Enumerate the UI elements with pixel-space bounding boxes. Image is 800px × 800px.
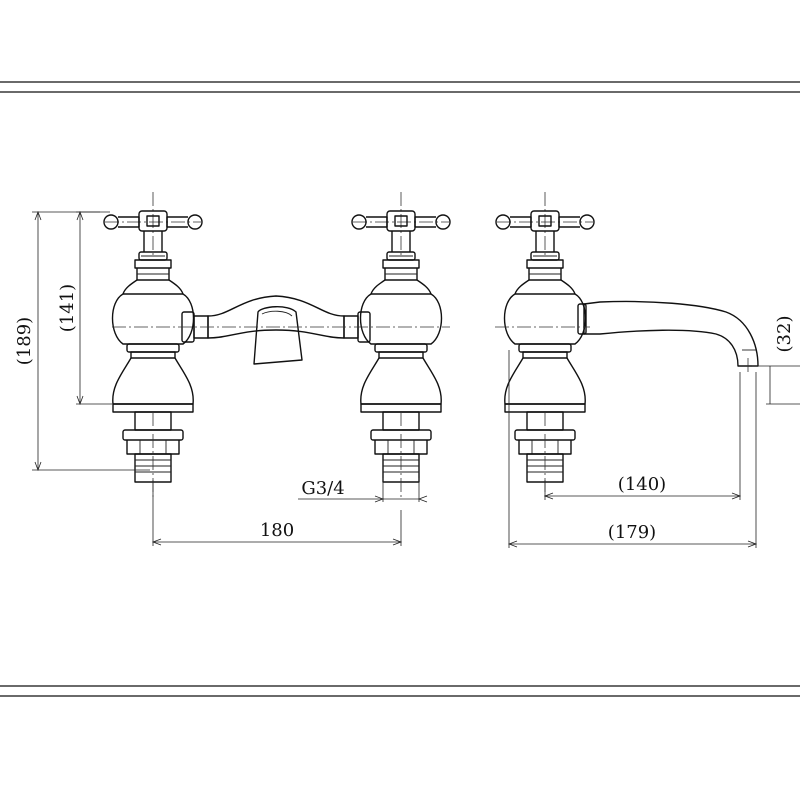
- right-cross-handle: [351, 191, 451, 261]
- right-valve-body: [359, 259, 443, 498]
- bridge-arm: [181, 295, 371, 365]
- dim-total-depth: (179): [608, 522, 656, 543]
- left-valve-body: [111, 259, 195, 498]
- dimension-lines: [32, 210, 800, 548]
- side-cross-handle: [495, 191, 595, 261]
- side-valve-body: [503, 259, 587, 498]
- front-view-bridge-faucet: [103, 191, 451, 498]
- side-view-faucet: [495, 191, 759, 498]
- dim-centers: 180: [260, 520, 294, 541]
- dim-spout-reach: (140): [618, 474, 666, 495]
- dim-thread: G3/4: [301, 478, 344, 499]
- side-spout: [583, 300, 759, 367]
- sheet-frame: [0, 81, 800, 697]
- dim-body-height: (141): [57, 284, 78, 332]
- dim-total-height: (189): [14, 317, 35, 365]
- left-cross-handle: [103, 191, 203, 261]
- dim-spout-drop: (32): [774, 316, 795, 353]
- dimension-labels: (189) (141) (32) G3/4 180 (140) (179): [14, 284, 795, 543]
